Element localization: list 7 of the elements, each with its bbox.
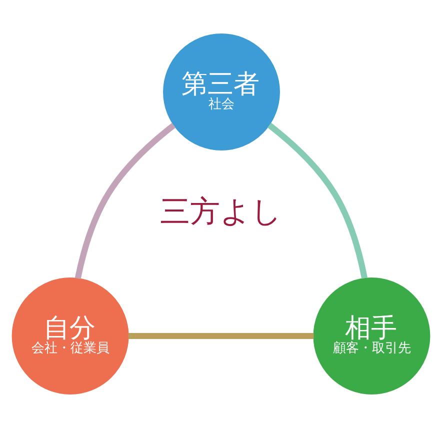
connector: [267, 122, 368, 279]
label: 三方よし: [160, 194, 282, 230]
node-circle: 自分 会社・従業員: [12, 278, 129, 394]
connector: [128, 332, 314, 340]
node-circle: 相手 顧客・取引先: [313, 278, 430, 394]
node-circle: 第三者 社会: [163, 34, 280, 150]
connector: [74, 122, 176, 280]
